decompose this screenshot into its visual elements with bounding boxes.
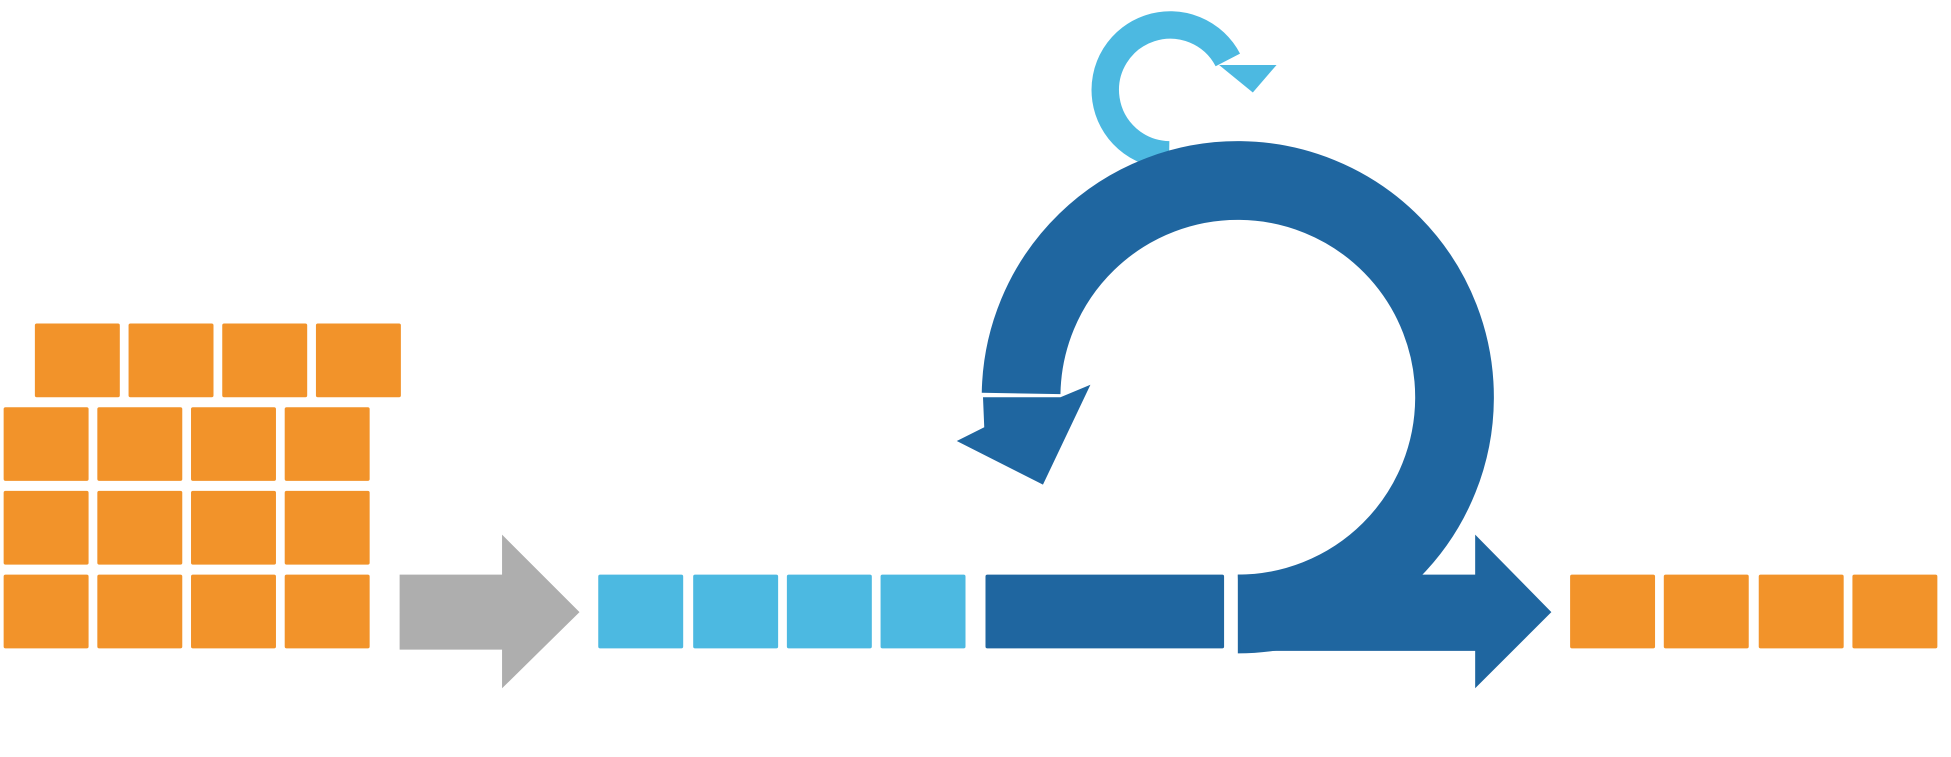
increment-item	[1663, 574, 1749, 649]
backlog-item	[128, 323, 214, 398]
increment-item	[1570, 574, 1656, 649]
sprint-backlog-item	[786, 574, 872, 649]
flow-arrow-icon	[399, 534, 580, 689]
backlog-item	[191, 574, 276, 649]
backlog-item	[97, 407, 183, 481]
sprint-backlog-item	[598, 574, 684, 649]
backlog-item	[222, 323, 308, 398]
backlog-item	[284, 490, 370, 565]
sprint-cycle-arrow-icon	[981, 141, 1494, 654]
increment-item	[1758, 574, 1844, 649]
backlog-item	[191, 407, 276, 481]
backlog-item	[34, 323, 120, 398]
backlog-item	[315, 323, 401, 398]
sprint-cycle-arrowhead-icon	[956, 384, 1091, 485]
backlog-item	[97, 574, 183, 649]
backlog-item	[3, 407, 89, 481]
sprint-backlog-item	[880, 574, 966, 649]
sprint-bar	[985, 574, 1225, 649]
sprint-backlog-item	[693, 574, 779, 649]
backlog-item	[97, 490, 183, 565]
backlog-item	[284, 574, 370, 649]
backlog-item	[284, 407, 370, 481]
daily-cycle-arrow-icon	[1091, 11, 1241, 169]
backlog-item	[191, 490, 276, 565]
backlog-item	[3, 574, 89, 649]
backlog-item	[3, 490, 89, 565]
daily-cycle-arrowhead-icon	[1219, 64, 1277, 93]
increment-arrow-icon	[1237, 534, 1552, 689]
increment-item	[1852, 574, 1938, 649]
